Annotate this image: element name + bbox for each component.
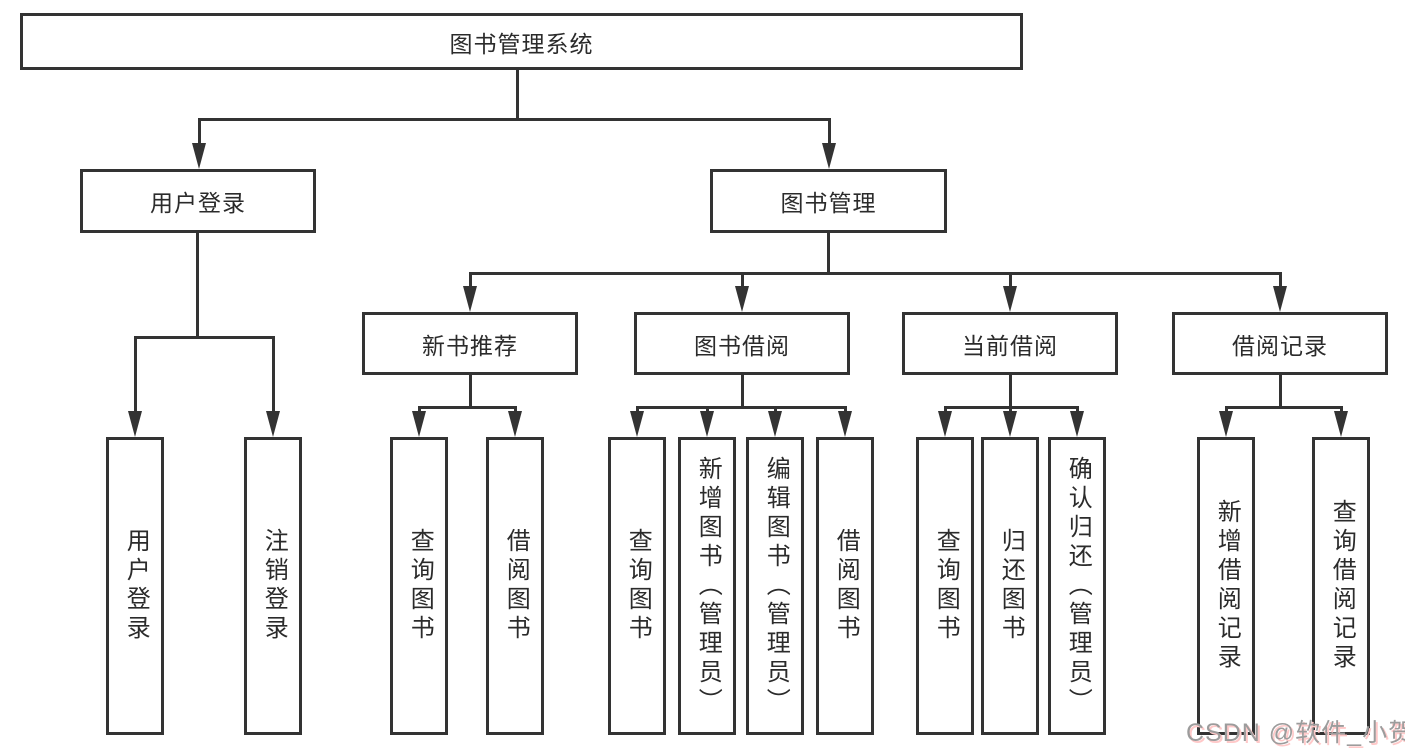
connector-book-management-stub xyxy=(827,233,830,272)
connector-drop-leaf-logout xyxy=(272,336,275,413)
connector-drop xyxy=(944,406,947,413)
connector-user-login-stub xyxy=(196,233,199,336)
node-book-management: 图书管理 xyxy=(710,169,947,233)
leaf-confirm-return-admin: 确认归还（管理员） xyxy=(1048,437,1106,735)
connector-drop xyxy=(418,406,421,413)
leaf-query-books-current: 查询图书 xyxy=(916,437,974,735)
leaf-query-books-current-label: 查询图书 xyxy=(932,528,960,644)
arrowhead-icon xyxy=(1003,286,1017,312)
node-user-login-label: 用户登录 xyxy=(150,190,246,216)
connector-drop xyxy=(1225,406,1228,413)
leaf-user-login-label: 用户登录 xyxy=(122,528,150,644)
node-current-borrowing: 当前借阅 xyxy=(902,312,1118,375)
connector-drop-leaf-user-login xyxy=(134,336,137,413)
connector-root-branch xyxy=(198,118,831,121)
arrowhead-icon xyxy=(1334,411,1348,437)
arrowhead-icon xyxy=(838,411,852,437)
arrowhead-icon xyxy=(412,411,426,437)
node-new-book-recommend: 新书推荐 xyxy=(362,312,578,375)
connector-drop xyxy=(636,406,639,413)
node-book-borrowing-label: 图书借阅 xyxy=(694,332,790,359)
arrowhead-icon xyxy=(822,143,836,169)
leaf-edit-book-admin-label: 编辑图书（管理员） xyxy=(762,455,790,717)
connector-drop-borrowing-records xyxy=(1279,272,1282,288)
connector-drop xyxy=(844,406,847,413)
leaf-confirm-return-admin-label: 确认归还（管理员） xyxy=(1064,455,1092,717)
connector-book-borrowing-branch xyxy=(636,406,847,409)
leaf-query-books-recommend-label: 查询图书 xyxy=(406,528,434,644)
watermark: CSDN @软件_小贺同学 xyxy=(1186,719,1405,747)
leaf-logout: 注销登录 xyxy=(244,437,302,735)
connector-drop-user-login xyxy=(198,118,201,145)
node-library-management-system-label: 图书管理系统 xyxy=(449,30,594,57)
arrowhead-icon xyxy=(508,411,522,437)
leaf-query-borrow-record: 查询借阅记录 xyxy=(1312,437,1370,735)
arrowhead-icon xyxy=(1219,411,1233,437)
leaf-borrow-books-recommend-label: 借阅图书 xyxy=(502,528,530,644)
arrowhead-icon xyxy=(128,411,142,437)
arrowhead-icon xyxy=(700,411,714,437)
connector-new-book-branch xyxy=(418,406,517,409)
leaf-add-borrow-record-label: 新增借阅记录 xyxy=(1213,499,1241,673)
leaf-query-books-borrowing: 查询图书 xyxy=(608,437,666,735)
connector-drop-book-borrowing xyxy=(741,272,744,288)
arrowhead-icon xyxy=(1003,411,1017,437)
connector-drop xyxy=(1340,406,1343,413)
leaf-return-books-label: 归还图书 xyxy=(997,528,1025,644)
leaf-user-login: 用户登录 xyxy=(106,437,164,735)
node-current-borrowing-label: 当前借阅 xyxy=(962,332,1058,359)
arrowhead-icon xyxy=(768,411,782,437)
leaf-edit-book-admin: 编辑图书（管理员） xyxy=(746,437,804,735)
leaf-add-book-admin-label: 新增图书（管理员） xyxy=(694,455,722,717)
connector-book-borrowing-stub xyxy=(741,375,744,406)
leaf-borrow-books: 借阅图书 xyxy=(816,437,874,735)
leaf-logout-label: 注销登录 xyxy=(260,528,288,644)
connector-drop-new-book xyxy=(469,272,472,288)
connector-drop xyxy=(706,406,709,413)
node-book-management-label: 图书管理 xyxy=(780,190,877,216)
connector-drop xyxy=(1076,406,1079,413)
node-borrowing-records-label: 借阅记录 xyxy=(1232,332,1328,359)
arrowhead-icon xyxy=(630,411,644,437)
connector-current-borrowing-stub xyxy=(1009,375,1012,406)
arrowhead-icon xyxy=(192,143,206,169)
node-library-management-system: 图书管理系统 xyxy=(20,13,1023,70)
connector-user-login-branch xyxy=(134,336,275,339)
arrowhead-icon xyxy=(938,411,952,437)
connector-borrowing-records-stub xyxy=(1279,375,1282,406)
connector-root-stub xyxy=(516,70,519,118)
node-user-login: 用户登录 xyxy=(80,169,316,233)
leaf-query-books-borrowing-label: 查询图书 xyxy=(624,528,652,644)
arrowhead-icon xyxy=(1070,411,1084,437)
node-book-borrowing: 图书借阅 xyxy=(634,312,850,375)
connector-book-management-branch xyxy=(469,272,1282,275)
leaf-borrow-books-label: 借阅图书 xyxy=(832,528,860,644)
arrowhead-icon xyxy=(463,286,477,312)
connector-borrowing-records-branch xyxy=(1225,406,1343,409)
leaf-borrow-books-recommend: 借阅图书 xyxy=(486,437,544,735)
leaf-return-books: 归还图书 xyxy=(981,437,1039,735)
connector-drop xyxy=(774,406,777,413)
connector-drop-book-management xyxy=(828,118,831,145)
leaf-query-borrow-record-label: 查询借阅记录 xyxy=(1328,499,1356,673)
arrowhead-icon xyxy=(735,286,749,312)
node-borrowing-records: 借阅记录 xyxy=(1172,312,1388,375)
leaf-add-book-admin: 新增图书（管理员） xyxy=(678,437,736,735)
leaf-add-borrow-record: 新增借阅记录 xyxy=(1197,437,1255,735)
arrowhead-icon xyxy=(1273,286,1287,312)
connector-drop xyxy=(514,406,517,413)
connector-drop-current-borrowing xyxy=(1009,272,1012,288)
arrowhead-icon xyxy=(266,411,280,437)
node-new-book-recommend-label: 新书推荐 xyxy=(422,332,518,359)
leaf-query-books-recommend: 查询图书 xyxy=(390,437,448,735)
connector-new-book-stub xyxy=(469,375,472,406)
connector-drop xyxy=(1009,406,1012,413)
